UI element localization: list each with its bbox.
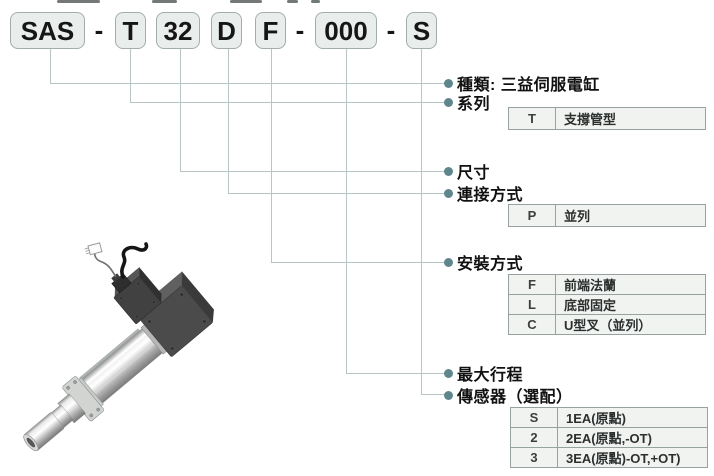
bullet-icon <box>444 166 453 176</box>
table-row: C U型叉（並列） <box>508 314 706 335</box>
code-box-size: 32 <box>156 12 200 49</box>
cropped-text-artifact <box>57 0 100 3</box>
code-box-series: T <box>115 12 146 49</box>
table-row: P 並列 <box>508 204 706 227</box>
bullet-icon <box>444 97 453 107</box>
option-code: C <box>508 314 556 335</box>
mounting-option-table: F 前端法蘭 L 底部固定 C U型叉（並列） <box>508 274 706 335</box>
connector-line <box>180 171 448 172</box>
bullet-icon <box>444 368 453 378</box>
connector-line <box>271 262 448 263</box>
bullet-icon <box>444 390 453 400</box>
callout-label: 安裝方式 <box>457 256 524 273</box>
cropped-text-artifact <box>152 0 177 3</box>
callout-label: 尺寸 <box>457 165 491 182</box>
connector-line <box>421 49 422 394</box>
cropped-text-artifact <box>287 0 298 3</box>
connector-line <box>50 49 51 83</box>
cropped-text-artifact <box>311 0 320 3</box>
option-desc: 2EA(原點,-OT) <box>557 427 708 448</box>
option-code: S <box>510 407 558 428</box>
callout-label: 連接方式 <box>457 187 524 204</box>
callout-connection: 連接方式 <box>444 184 524 204</box>
table-row: 3 3EA(原點)-OT,+OT) <box>510 447 708 468</box>
table-row: L 底部固定 <box>508 294 706 315</box>
callout-mounting: 安裝方式 <box>444 253 524 273</box>
product-photo-electric-cylinder <box>23 242 214 452</box>
callout-sensor: 傳感器（選配） <box>444 386 573 406</box>
cylinder-assembly <box>23 266 214 452</box>
option-desc: 底部固定 <box>555 294 706 315</box>
connector-line <box>346 373 448 374</box>
code-box-stroke: 000 <box>315 12 377 49</box>
code-separator: - <box>386 15 396 45</box>
option-code: P <box>508 204 556 227</box>
motor-cables <box>84 242 149 279</box>
connector-line <box>228 193 448 194</box>
sensor-option-table: S 1EA(原點) 2 2EA(原點,-OT) 3 3EA(原點)-OT,+OT… <box>510 407 708 468</box>
option-desc: 1EA(原點) <box>557 407 708 428</box>
bullet-icon <box>444 78 453 88</box>
table-row: S 1EA(原點) <box>510 407 708 428</box>
option-desc: 支撐管型 <box>555 107 706 130</box>
code-box-connection: D <box>211 12 242 49</box>
connector-line <box>130 49 131 102</box>
connector-line <box>180 49 181 171</box>
bullet-icon <box>444 257 453 267</box>
callout-series: 系列 <box>444 93 491 113</box>
option-code: T <box>508 107 556 130</box>
connection-option-table: P 並列 <box>508 204 706 227</box>
connector-line <box>50 83 448 84</box>
callout-max-stroke: 最大行程 <box>444 364 524 384</box>
code-box-sensor: S <box>406 12 437 49</box>
code-box-mounting: F <box>255 12 286 49</box>
option-code: L <box>508 294 556 315</box>
option-code: 3 <box>510 447 558 468</box>
callout-type: 種類: 三益伺服電缸 <box>444 74 600 94</box>
connector-line <box>271 49 272 262</box>
callout-size: 尺寸 <box>444 162 491 182</box>
option-desc: 3EA(原點)-OT,+OT) <box>557 447 708 468</box>
callout-label: 傳感器（選配） <box>457 389 573 406</box>
option-code: 2 <box>510 427 558 448</box>
option-code: F <box>508 274 556 295</box>
connector-line <box>421 394 448 395</box>
option-desc: 前端法蘭 <box>555 274 706 295</box>
connector-line <box>346 49 347 373</box>
table-row: 2 2EA(原點,-OT) <box>510 427 708 448</box>
connector-line <box>228 49 229 193</box>
series-option-table: T 支撐管型 <box>508 107 706 130</box>
option-desc: U型叉（並列） <box>555 314 706 335</box>
code-box-series-prefix: SAS <box>10 12 85 49</box>
cropped-text-artifact <box>230 0 262 3</box>
bullet-icon <box>444 188 453 198</box>
callout-label: 系列 <box>457 96 491 113</box>
callout-label: 最大行程 <box>457 367 524 384</box>
table-row: T 支撐管型 <box>508 107 706 130</box>
table-row: F 前端法蘭 <box>508 274 706 295</box>
connector-line <box>130 102 448 103</box>
code-separator: - <box>295 15 305 45</box>
callout-label: 種類: 三益伺服電缸 <box>457 77 600 94</box>
option-desc: 並列 <box>555 204 706 227</box>
code-separator: - <box>94 15 104 45</box>
